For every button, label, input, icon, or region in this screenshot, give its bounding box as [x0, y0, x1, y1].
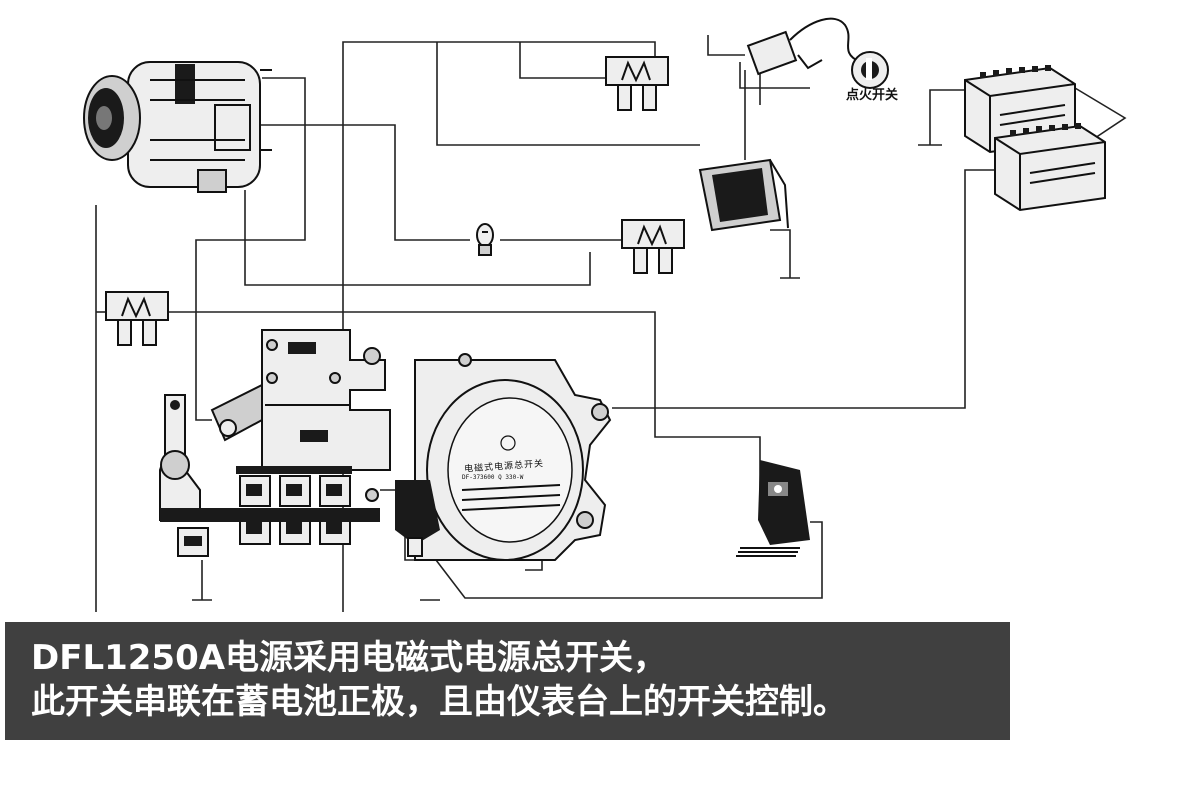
- fuse-left: [105, 291, 169, 346]
- fuse-middle: [621, 219, 685, 274]
- fuse-top: [605, 56, 669, 111]
- dashboard-rocker-switch: [736, 460, 810, 557]
- master-switch-model: DF-373600 Q 330-W: [462, 474, 524, 481]
- indicator-lamp: [476, 223, 494, 256]
- battery-2: [994, 123, 1106, 212]
- solenoid-master-switch: [395, 353, 612, 561]
- alternator: [83, 61, 272, 193]
- caption-line-2: 此开关串联在蓄电池正极，且由仪表台上的开关控制。: [31, 682, 847, 722]
- caption-banner: DFL1250A电源采用电磁式电源总开关， 此开关串联在蓄电池正极，且由仪表台上…: [5, 622, 1010, 740]
- contactor-assembly: [159, 329, 391, 557]
- ignition-switch: [746, 17, 889, 89]
- caption-line-1: DFL1250A电源采用电磁式电源总开关，: [31, 638, 668, 678]
- ignition-switch-label: 点火开关: [846, 88, 899, 103]
- relay: [698, 158, 789, 232]
